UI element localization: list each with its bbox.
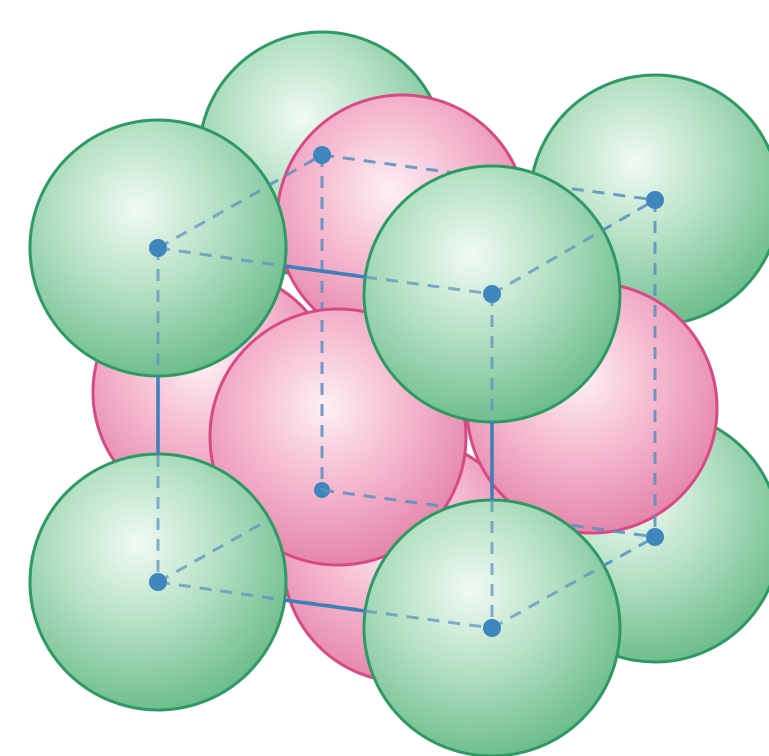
node-front-bottom-right xyxy=(483,619,501,637)
node-front-bottom-left xyxy=(149,573,167,591)
node-front-top-left xyxy=(149,239,167,257)
node-back-top-right xyxy=(646,191,664,209)
node-front-top-right xyxy=(483,285,501,303)
node-back-top-left xyxy=(313,146,331,164)
node-back-bottom-right xyxy=(646,528,664,546)
